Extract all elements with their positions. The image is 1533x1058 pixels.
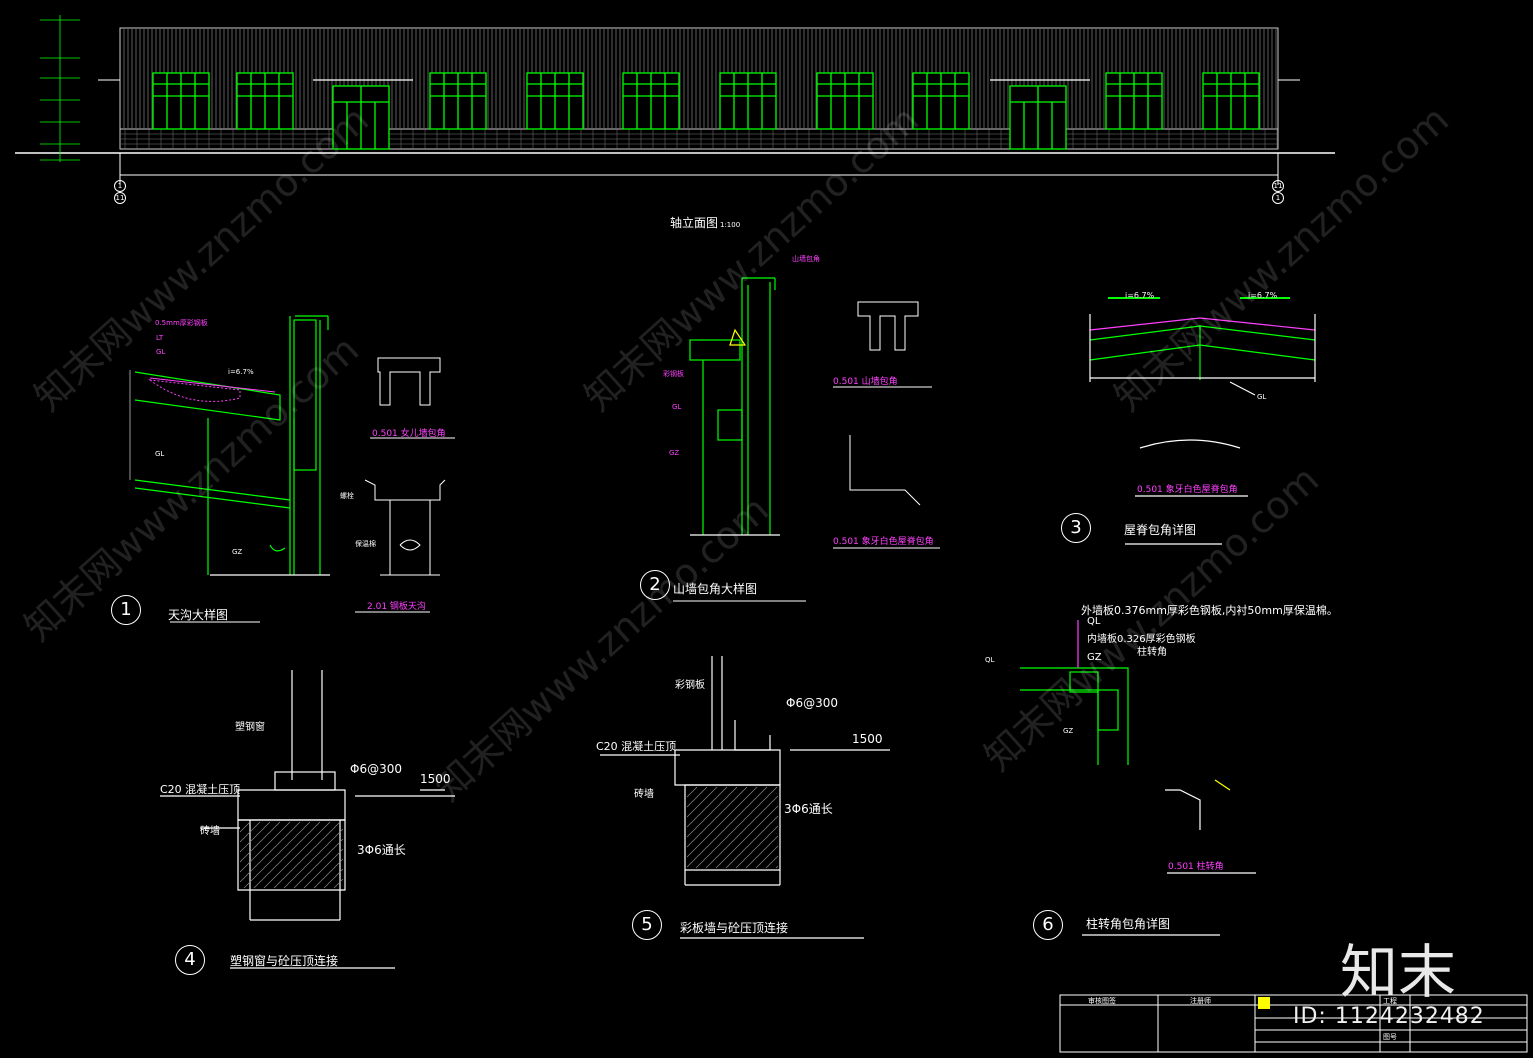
detail-number-2: 2 xyxy=(640,570,670,600)
elevation-title: 轴立面图 xyxy=(670,216,719,230)
detail-2-gable xyxy=(689,277,780,536)
elevation-window xyxy=(526,72,584,130)
detail-6-note: GZ xyxy=(1087,652,1102,663)
detail-4-label: C20 混凝土压顶 xyxy=(160,783,241,796)
detail-5-title: 彩板墙与砼压顶连接 xyxy=(680,921,789,935)
elevation-window xyxy=(1202,72,1260,130)
elevation-window xyxy=(236,72,294,130)
detail-5-label: 3Φ6通长 xyxy=(784,802,833,816)
znzmo-logo: 知末 xyxy=(1340,938,1457,1006)
axis-bubble: 11 xyxy=(114,192,126,204)
detail-1-label: GZ xyxy=(232,548,243,556)
elevation-window xyxy=(719,72,777,130)
detail-6-note: GZ xyxy=(1063,727,1074,735)
elevation-window xyxy=(152,72,210,130)
elevation-window xyxy=(816,72,874,130)
detail-4-label: 砖墙 xyxy=(200,826,220,837)
detail-6-column-corner xyxy=(1020,620,1256,936)
detail-1-gutter xyxy=(129,315,330,576)
detail-6-note: 内墙板0.326厚彩色钢板 xyxy=(1087,634,1196,645)
axis-bubble: 1 xyxy=(1272,192,1284,204)
detail-6-note: QL xyxy=(985,656,995,664)
detail-4-title: 塑钢窗与砼压顶连接 xyxy=(230,954,339,968)
detail-1-sub2: 2.01 钢板天沟 xyxy=(367,602,426,612)
detail-1-sub1: 0.501 女儿墙包角 xyxy=(372,429,446,439)
detail-3-sub1: 0.501 象牙白色屋脊包角 xyxy=(1137,485,1238,495)
detail-1-title: 天沟大样图 xyxy=(168,608,229,622)
detail-6-sub1: 0.501 柱转角 xyxy=(1168,862,1224,872)
detail-1-slope: i=6.7% xyxy=(228,368,254,376)
detail-3-slope-right: i=6.7% xyxy=(1248,291,1278,300)
detail-6-title: 柱转角包角详图 xyxy=(1086,917,1171,931)
elevation-door xyxy=(990,79,1090,150)
detail-3-slope-left: i=6.7% xyxy=(1125,291,1155,300)
detail-1-label: GL xyxy=(155,450,165,458)
detail-4-label: Φ6@300 xyxy=(350,762,402,776)
detail-5-label: 砖墙 xyxy=(634,789,654,800)
detail-3-ridge xyxy=(1089,297,1316,545)
detail-1-sub2-label: 保温棉 xyxy=(355,540,376,548)
detail-2-label: GZ xyxy=(669,449,680,457)
detail-2-sub1: 0.501 山墙包角 xyxy=(833,377,898,387)
detail-5-panel-coping xyxy=(600,656,890,939)
title-block-cell: 图号 xyxy=(1383,1033,1397,1041)
title-block-cell: 审核图签 xyxy=(1088,997,1116,1005)
detail-2-label: 山墙包角 xyxy=(792,255,820,263)
elevation-window xyxy=(912,72,970,130)
axis-bubble: 11 xyxy=(1272,180,1284,192)
detail-4-label: 3Φ6通长 xyxy=(357,843,406,857)
detail-3-label: GL xyxy=(1257,393,1267,401)
detail-6-note: QL xyxy=(1087,616,1101,627)
detail-2-sub2: 0.501 象牙白色屋脊包角 xyxy=(833,537,934,547)
title-block-cell: 工程 xyxy=(1383,997,1397,1005)
detail-1-label: 0.5mm厚彩钢板 xyxy=(155,319,208,327)
detail-5-label: 彩钢板 xyxy=(675,680,705,691)
detail-2-label: 彩钢板 xyxy=(663,370,684,378)
detail-1-sub2-label: 螺栓 xyxy=(340,492,354,500)
elevation-scale: 1:100 xyxy=(720,221,741,229)
title-block xyxy=(1059,994,1528,1053)
detail-1-label: GL xyxy=(156,348,166,356)
title-block-cell: 注册师 xyxy=(1190,997,1211,1005)
detail-4-label: 1500 xyxy=(420,772,451,786)
detail-1-label: LT xyxy=(156,334,164,342)
detail-5-label: Φ6@300 xyxy=(786,696,838,710)
detail-4-label: 塑钢窗 xyxy=(235,722,265,733)
detail-6-note: 柱转角 xyxy=(1137,647,1167,658)
elevation-window xyxy=(1105,72,1163,130)
detail-number-6: 6 xyxy=(1033,910,1063,940)
detail-number-4: 4 xyxy=(175,945,205,975)
building-elevation xyxy=(15,15,1335,185)
detail-3-title: 屋脊包角详图 xyxy=(1124,523,1197,537)
detail-6-note: 外墙板0.376mm厚彩色钢板,内衬50mm厚保温棉。 xyxy=(1081,604,1338,617)
elevation-window xyxy=(622,72,680,130)
detail-number-5: 5 xyxy=(632,910,662,940)
axis-bubble: 1 xyxy=(114,180,126,192)
elevation-window xyxy=(429,72,487,130)
detail-number-1: 1 xyxy=(111,595,141,625)
elevation-door xyxy=(313,79,413,150)
detail-5-label: 1500 xyxy=(852,732,883,746)
detail-4-window-coping xyxy=(160,670,455,969)
detail-5-label: C20 混凝土压顶 xyxy=(596,740,677,753)
detail-2-title: 山墙包角大样图 xyxy=(673,582,758,596)
detail-number-3: 3 xyxy=(1061,513,1091,543)
id-label: ID: 1124232482 xyxy=(1293,1004,1485,1029)
detail-2-label: GL xyxy=(672,403,682,411)
